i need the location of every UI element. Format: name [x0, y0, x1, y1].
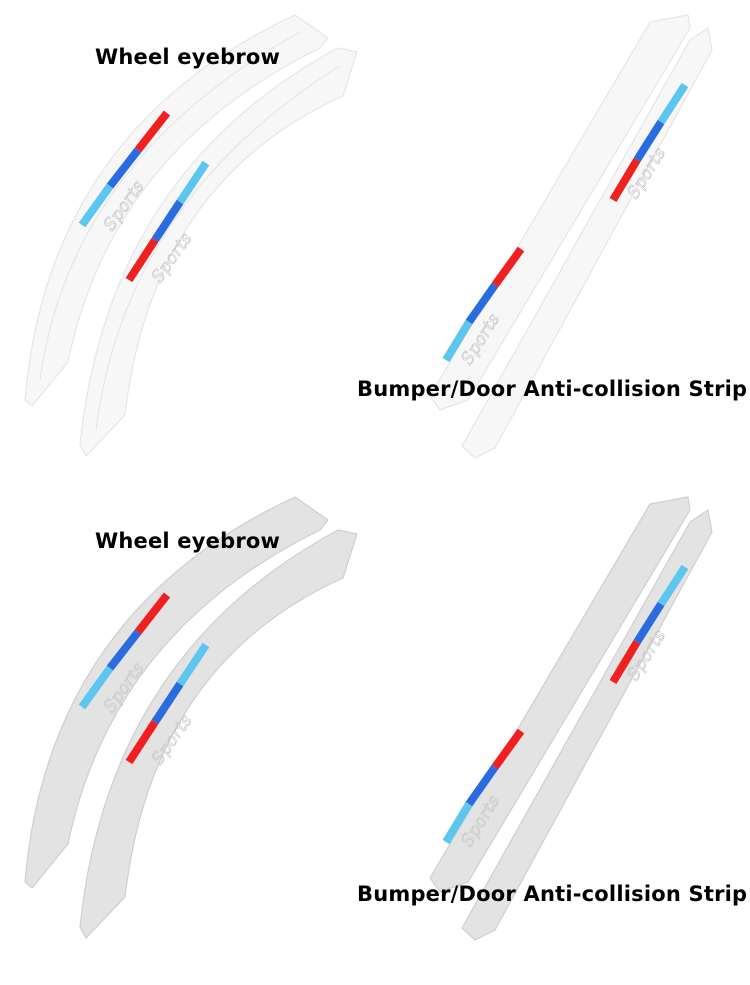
gray-set: [25, 497, 712, 940]
bumper-strip-label: Bumper/Door Anti-collision Strip: [357, 882, 748, 906]
wheel-eyebrow-label: Wheel eyebrow: [95, 45, 281, 69]
bumper-strip-label: Bumper/Door Anti-collision Strip: [357, 377, 748, 401]
wheel-eyebrow-label: Wheel eyebrow: [95, 529, 281, 553]
